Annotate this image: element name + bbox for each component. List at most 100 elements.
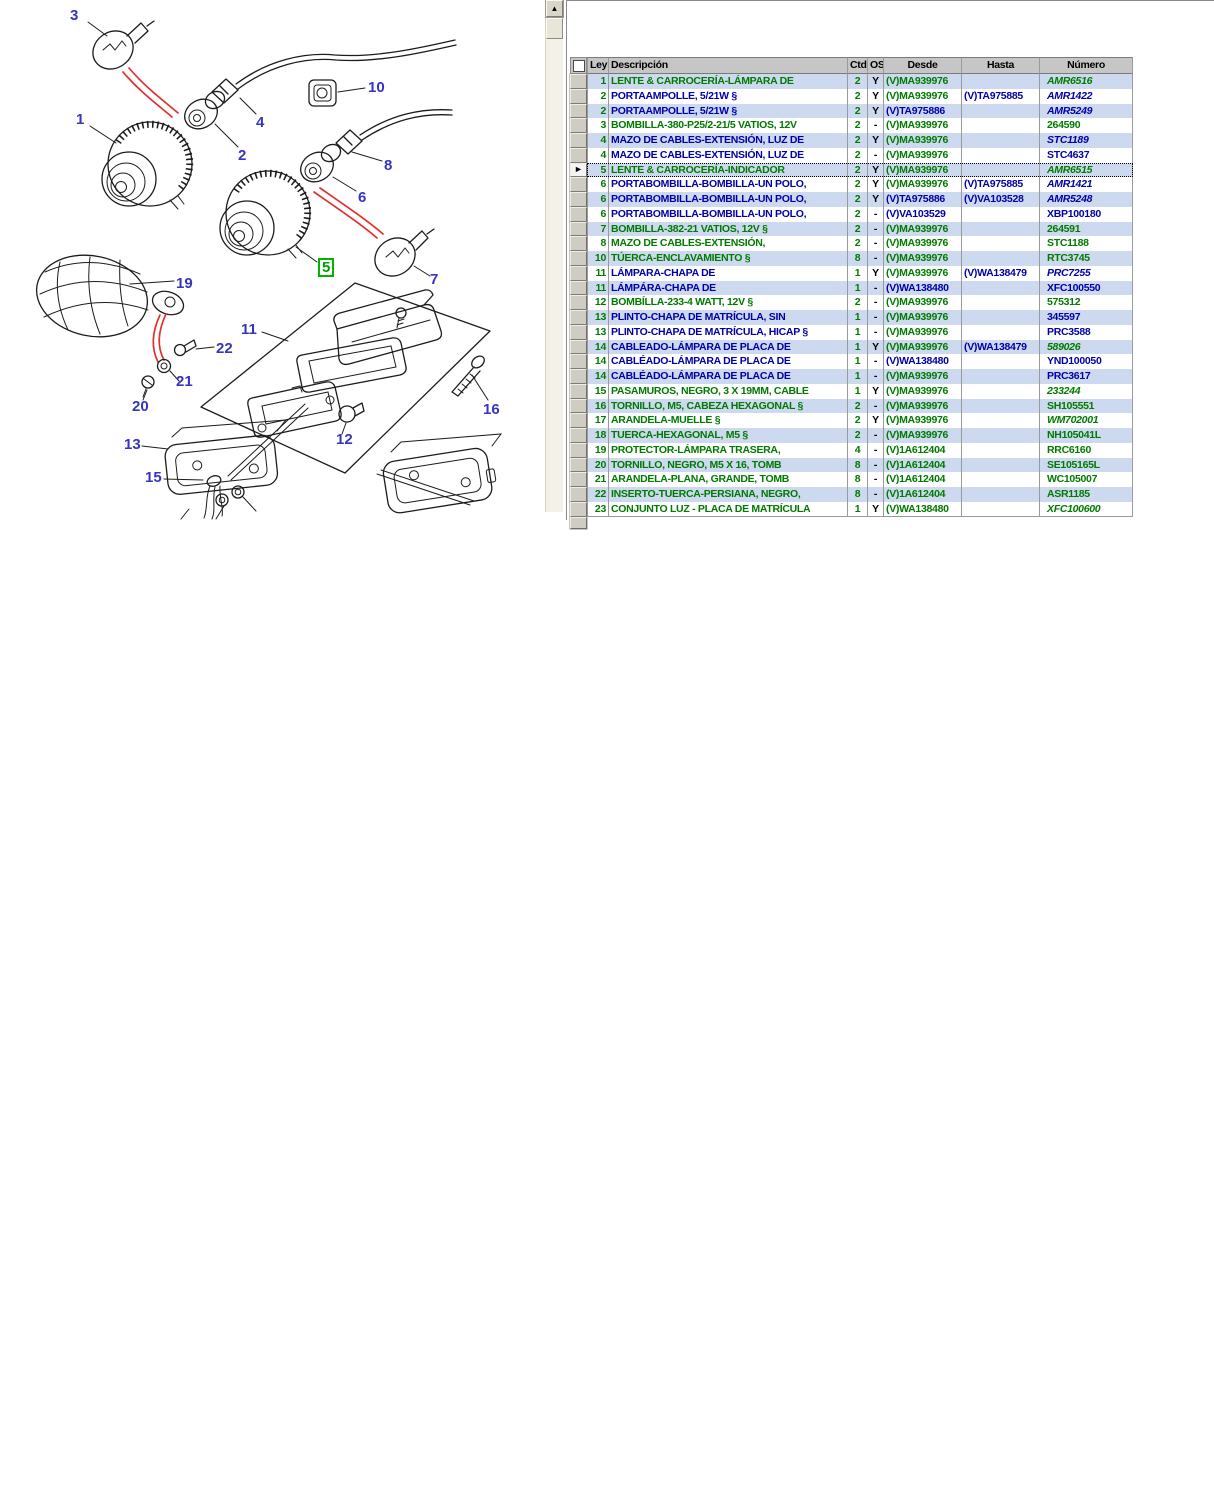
diagram-callout-1[interactable]: 1 xyxy=(76,111,85,128)
table-row[interactable]: 7 BOMBILLA-382-21 VATIOS, 12V § 2 - (V)M… xyxy=(587,221,1133,237)
table-row[interactable]: 6 PORTABOMBILLA-BOMBILLA-UN POLO, 2 - (V… xyxy=(587,206,1133,222)
table-row[interactable]: 13 PLINTO-CHAPA DE MATRÍCULA, HICAP § 1 … xyxy=(587,324,1133,340)
table-row[interactable]: 2 PORTAAMPOLLE, 5/21W § 2 Y (V)MA939976 … xyxy=(587,88,1133,104)
table-row[interactable]: 4 MAZO DE CABLES-EXTENSIÓN, LUZ DE 2 - (… xyxy=(587,147,1133,163)
record-selector[interactable] xyxy=(570,339,587,355)
record-selector[interactable] xyxy=(570,88,587,104)
bulb-3 xyxy=(92,20,155,70)
record-selector[interactable] xyxy=(570,472,587,487)
record-selector-current[interactable]: ► xyxy=(570,162,587,178)
diagram-callout-16[interactable]: 16 xyxy=(483,401,500,418)
record-selector[interactable] xyxy=(570,354,587,369)
record-selector[interactable] xyxy=(570,280,587,296)
diagram-callout-4[interactable]: 4 xyxy=(256,114,265,131)
table-row[interactable]: 8 MAZO DE CABLES-EXTENSIÓN, 2 - (V)MA939… xyxy=(587,236,1133,251)
table-row[interactable]: 14 CABLÉADO-LÁMPARA DE PLACA DE 1 - (V)M… xyxy=(587,369,1133,384)
record-selector[interactable] xyxy=(570,103,587,119)
table-row[interactable]: 15 PASAMUROS, NEGRO, 3 X 19MM, CABLE 1 Y… xyxy=(587,383,1133,399)
panel-top-border xyxy=(566,0,1214,1)
record-selector[interactable] xyxy=(570,192,587,207)
cell-desde: (V)MA939976 xyxy=(884,251,962,266)
table-row[interactable]: 3 BOMBILLA-380-P25/2-21/5 VATIOS, 12V 2 … xyxy=(587,118,1133,133)
table-row[interactable]: 2 PORTAAMPOLLE, 5/21W § 2 Y (V)TA975886 … xyxy=(587,103,1133,119)
diagram-callout-7[interactable]: 7 xyxy=(430,271,439,288)
record-selector[interactable] xyxy=(570,236,587,251)
diagram-callout-13[interactable]: 13 xyxy=(124,436,141,453)
cell-desde: (V)MA939976 xyxy=(884,133,962,148)
table-row[interactable]: 11 LÁMPARA-CHAPA DE 1 Y (V)MA939976 (V)W… xyxy=(587,265,1133,281)
table-row[interactable]: 5 LENTE & CARROCERÍA-INDICADOR 2 Y (V)MA… xyxy=(587,162,1133,178)
record-selector[interactable] xyxy=(570,457,587,473)
record-selector[interactable] xyxy=(570,221,587,237)
diagram-callout-15[interactable]: 15 xyxy=(145,469,162,486)
table-row[interactable]: 6 PORTABOMBILLA-BOMBILLA-UN POLO, 2 Y (V… xyxy=(587,192,1133,207)
diagram-callout-8[interactable]: 8 xyxy=(384,157,393,174)
table-row[interactable]: 14 CABLEADO-LÁMPARA DE PLACA DE 1 Y (V)M… xyxy=(587,339,1133,355)
record-selector[interactable] xyxy=(570,206,587,222)
record-selector[interactable] xyxy=(570,413,587,428)
record-selector[interactable] xyxy=(570,324,587,340)
diagram-callout-6[interactable]: 6 xyxy=(358,189,367,206)
column-header-numero[interactable]: Número xyxy=(1040,57,1133,74)
column-header-desde[interactable]: Desde xyxy=(884,57,962,74)
record-selector[interactable] xyxy=(570,383,587,399)
record-selector[interactable] xyxy=(570,487,587,502)
table-row[interactable]: 14 CABLÉADO-LÁMPARA DE PLACA DE 1 - (V)W… xyxy=(587,354,1133,369)
scroll-up-button[interactable]: ▲ xyxy=(546,0,563,17)
record-selector[interactable] xyxy=(570,251,587,266)
column-header-os[interactable]: OS xyxy=(868,57,884,74)
record-selector[interactable] xyxy=(570,74,587,89)
table-row[interactable]: 19 PROTECTOR-LÁMPARA TRASERA, 4 - (V)1A6… xyxy=(587,442,1133,458)
record-selector[interactable] xyxy=(570,501,587,517)
record-selector[interactable] xyxy=(570,369,587,384)
vertical-scrollbar[interactable]: ▲ xyxy=(545,0,563,512)
column-header-ctd[interactable]: Ctd xyxy=(848,57,868,74)
diagram-callout-22[interactable]: 22 xyxy=(216,340,233,357)
diagram-callout-5[interactable]: 5 xyxy=(318,258,335,277)
cell-os: - xyxy=(868,442,884,458)
table-row[interactable]: 23 CONJUNTO LUZ - PLACA DE MATRÍCULA 1 Y… xyxy=(587,501,1133,517)
record-selector[interactable] xyxy=(570,147,587,163)
record-selector[interactable] xyxy=(570,442,587,458)
record-selector-new[interactable] xyxy=(570,516,587,529)
record-selector[interactable] xyxy=(570,265,587,281)
cell-os: Y xyxy=(868,413,884,428)
record-selector[interactable] xyxy=(570,428,587,443)
table-row[interactable]: 1 LENTE & CARROCERÍA-LÁMPARA DE 2 Y (V)M… xyxy=(587,74,1133,89)
column-header-hasta[interactable]: Hasta xyxy=(962,57,1040,74)
cell-numero: RRC6160 xyxy=(1040,442,1133,458)
diagram-callout-3[interactable]: 3 xyxy=(70,7,79,24)
diagram-callout-20[interactable]: 20 xyxy=(132,398,149,415)
table-row[interactable]: 22 INSERTO-TUERCA-PERSIANA, NEGRO, 8 - (… xyxy=(587,487,1133,502)
table-row[interactable]: 20 TORNILLO, NEGRO, M5 X 16, TOMB 8 - (V… xyxy=(587,457,1133,473)
diagram-callout-12[interactable]: 12 xyxy=(336,431,353,448)
record-selector[interactable] xyxy=(570,295,587,310)
table-row[interactable]: 16 TORNILLO, M5, CABEZA HEXAGONAL § 2 - … xyxy=(587,398,1133,414)
record-selector[interactable] xyxy=(570,118,587,133)
diagram-callout-2[interactable]: 2 xyxy=(238,147,247,164)
table-row[interactable]: 6 PORTABOMBILLA-BOMBILLA-UN POLO, 2 Y (V… xyxy=(587,177,1133,192)
table-row[interactable]: 21 ARANDELA-PLANA, GRANDE, TOMB 8 - (V)1… xyxy=(587,472,1133,487)
table-row[interactable]: 11 LÁMPÁRA-CHAPA DE 1 - (V)WA138480 XFC1… xyxy=(587,280,1133,296)
table-row[interactable]: 18 TUERCA-HEXAGONAL, M5 § 2 - (V)MA93997… xyxy=(587,428,1133,443)
table-row[interactable]: 17 ARANDELA-MUELLE § 2 Y (V)MA939976 WM7… xyxy=(587,413,1133,428)
table-row[interactable]: 4 MAZO DE CABLES-EXTENSIÓN, LUZ DE 2 Y (… xyxy=(587,133,1133,148)
diagram-callout-11[interactable]: 11 xyxy=(241,321,257,338)
scrollbar-thumb[interactable] xyxy=(546,18,563,39)
table-row[interactable]: 13 PLINTO-CHAPA DE MATRÍCULA, SIN 1 - (V… xyxy=(587,310,1133,325)
table-row[interactable]: 12 BOMBÍLLA-233-4 WATT, 12V § 2 - (V)MA9… xyxy=(587,295,1133,310)
record-selector[interactable] xyxy=(570,133,587,148)
record-selector[interactable] xyxy=(570,177,587,192)
diagram-callout-10[interactable]: 10 xyxy=(368,79,385,96)
select-all-header[interactable] xyxy=(570,57,587,74)
cell-os: Y xyxy=(868,339,884,355)
select-all-checkbox[interactable] xyxy=(572,59,585,72)
column-header-ley[interactable]: Ley xyxy=(587,57,609,74)
table-row[interactable]: 10 TÚERCA-ENCLAVAMIENTO § 8 - (V)MA93997… xyxy=(587,251,1133,266)
diagram-callout-21[interactable]: 21 xyxy=(176,373,193,390)
record-selector[interactable] xyxy=(570,310,587,325)
record-selector[interactable] xyxy=(570,398,587,414)
cell-hasta: (V)VA103528 xyxy=(962,192,1040,207)
column-header-descripcion[interactable]: Descripción xyxy=(609,57,848,74)
diagram-callout-19[interactable]: 19 xyxy=(176,275,193,292)
